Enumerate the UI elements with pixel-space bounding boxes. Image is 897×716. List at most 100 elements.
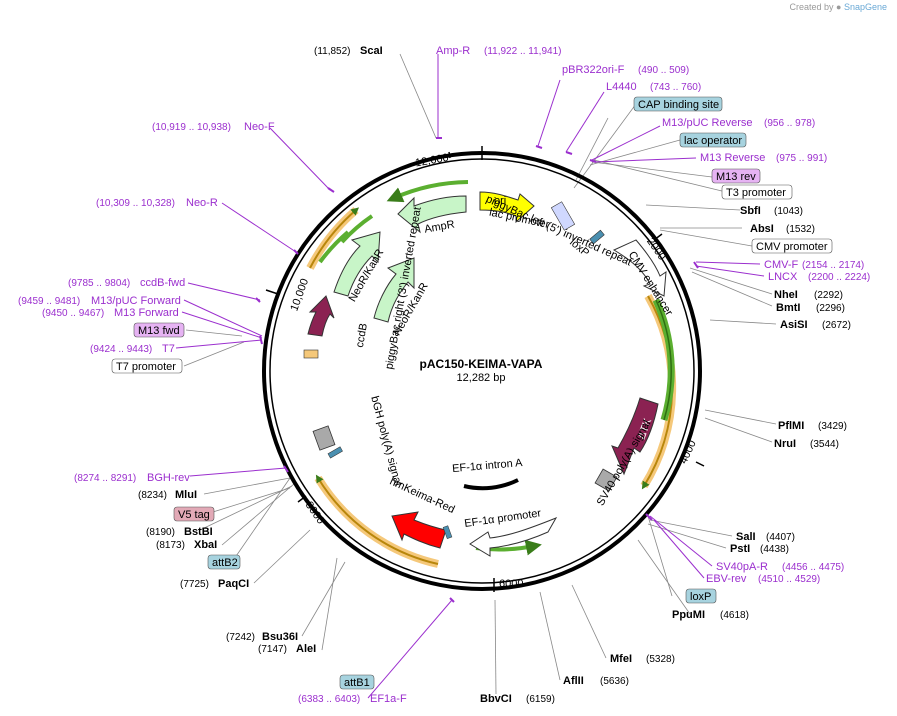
- scai-pos: (11,852): [314, 46, 351, 57]
- ef1a-intron-arc: [463, 478, 519, 491]
- snapgene-credit: Created by ● SnapGene: [789, 2, 887, 12]
- credit-prefix: Created by: [789, 2, 834, 12]
- lacop-box-label: lac operator: [684, 135, 742, 147]
- pbr-feature-block: [303, 349, 319, 359]
- bmti-name: BmtI: [776, 302, 800, 314]
- sv40par-primer-pos: (4456 .. 4475): [782, 562, 844, 573]
- ampr-primer-name: Amp-R: [436, 45, 470, 57]
- loxp-feature-block: [589, 229, 605, 245]
- ef1af-primer-name: EF1a-F: [370, 693, 407, 705]
- l4440-primer-name: L4440: [606, 81, 637, 93]
- psti-pos: (4438): [760, 544, 789, 555]
- mlui-pos: (8234): [138, 490, 167, 501]
- t7-primer-name: T7: [162, 343, 175, 355]
- ef1a-promoter-arrow: [469, 517, 558, 557]
- ccdb-label: ccdB: [354, 322, 370, 348]
- t3-box-label: T3 promoter: [726, 187, 786, 199]
- sali-pos: (4407): [766, 532, 795, 543]
- cap-box-label: CAP binding site: [638, 99, 719, 111]
- sali-name: SalI: [736, 531, 756, 543]
- asisi-pos: (2672): [822, 320, 851, 331]
- absi-pos: (1532): [786, 224, 815, 235]
- t3-box: [721, 184, 793, 200]
- m13fwd-primer-name: M13 Forward: [114, 307, 179, 319]
- pbr322-primer-name: pBR322ori-F: [562, 64, 625, 76]
- green-arc-left: [318, 230, 350, 264]
- bgh-orange-arc-line: [315, 474, 439, 565]
- attb1-feature-block: [442, 525, 453, 539]
- ppumi-pos: (4618): [720, 610, 749, 621]
- bmti-pos: (2296): [816, 303, 845, 314]
- sbfi-name: SbfI: [740, 205, 761, 217]
- primer-labels: Amp-R (11,922 .. 11,941) pBR322ori-F (49…: [18, 45, 870, 705]
- bbvci-pos: (6159): [526, 694, 555, 705]
- lacop-box: [679, 132, 747, 148]
- alei-pos: (7147): [258, 644, 287, 655]
- ef1a-promoter-label: EF-1α promoter: [464, 507, 543, 530]
- psti-name: PstI: [730, 543, 750, 555]
- bsu36i-name: Bsu36I: [262, 631, 298, 643]
- tick-label-12000: 12,000: [414, 152, 449, 170]
- m13pucrev-primer-name: M13/pUC Reverse: [662, 117, 752, 129]
- attb2-feature-block: [327, 446, 343, 459]
- nrui-pos: (3544): [810, 439, 839, 450]
- sv40-feature-block: [594, 468, 618, 492]
- paqci-name: PaqCI: [218, 578, 249, 590]
- ampr-arrow: [397, 195, 467, 234]
- xbai-pos: (8173): [156, 540, 185, 551]
- hmkeima-arrow: [391, 511, 447, 549]
- lncx-primer-pos: (2200 .. 2224): [808, 272, 870, 283]
- alei-name: AleI: [296, 643, 316, 655]
- green-arc-top: [386, 180, 469, 203]
- neor-arrow-2: [373, 257, 415, 323]
- ccdbfwd-primer-name: ccdB-fwd: [140, 277, 185, 289]
- ebvrev-primer-pos: (4510 .. 4529): [758, 574, 820, 585]
- bgh-polya-label: bGH poly(A) signal: [368, 395, 403, 487]
- primer-site-marks: [255, 137, 699, 603]
- t7prom-box: [111, 358, 183, 374]
- m13pucrev-primer-pos: (956 .. 978): [764, 118, 815, 129]
- green-arc-left-2: [340, 214, 374, 244]
- m13pucfwd-primer-name: M13/pUC Forward: [91, 295, 181, 307]
- sv40par-primer-name: SV40pA-R: [716, 561, 768, 573]
- neor-arrow-1: [333, 231, 381, 297]
- cap-box: [633, 96, 723, 112]
- ampr-primer-pos: (11,922 .. 11,941): [484, 46, 561, 57]
- nhei-name: NheI: [774, 289, 798, 301]
- m13fwd-box-label: M13 fwd: [138, 325, 180, 337]
- ori-arrow: [479, 191, 535, 224]
- nrui-name: NruI: [774, 438, 796, 450]
- dtk-arrow: [611, 397, 659, 476]
- pflmi-name: PflMI: [778, 420, 804, 432]
- v5-box-label: V5 tag: [178, 509, 210, 521]
- v5-box: [173, 506, 215, 522]
- bghrev-primer-name: BGH-rev: [147, 472, 190, 484]
- cmvprom-box: [751, 238, 833, 254]
- mfei-pos: (5328): [646, 654, 675, 665]
- asisi-name: AsiSI: [780, 319, 808, 331]
- loxp-box: [685, 588, 717, 604]
- plasmid-name: pAC150-KEIMA-VAPA: [420, 357, 543, 371]
- tick-label-6000: 6000: [499, 578, 523, 590]
- scai-name: ScaI: [360, 45, 383, 57]
- pbr-orange-arc-line: [309, 207, 360, 269]
- lac-feature-block: [550, 201, 576, 231]
- sv40-polya-label: SV40 poly(A) signal: [595, 418, 654, 508]
- sbfi-pos: (1043): [774, 206, 803, 217]
- t7-primer-pos: (9424 .. 9443): [90, 344, 152, 355]
- m13rev-primer-name: M13 Reverse: [700, 152, 765, 164]
- aflii-name: AflII: [563, 675, 584, 687]
- m13fwd-primer-pos: (9450 .. 9467): [42, 308, 104, 319]
- neor-primer-pos: (10,309 .. 10,328): [96, 198, 175, 209]
- neor-primer-name: Neo-R: [186, 197, 218, 209]
- absi-name: AbsI: [750, 223, 774, 235]
- nhei-pos: (2292): [814, 290, 843, 301]
- m13rev-primer-pos: (975 .. 991): [776, 153, 827, 164]
- pflmi-pos: (3429): [818, 421, 847, 432]
- attb1-box-label: attB1: [344, 677, 370, 689]
- plasmid-length: 12,282 bp: [457, 372, 506, 384]
- pbr322-primer-pos: (490 .. 509): [638, 65, 689, 76]
- tick-marks: [265, 146, 705, 592]
- cmv-enhancer-arrow: [612, 239, 667, 297]
